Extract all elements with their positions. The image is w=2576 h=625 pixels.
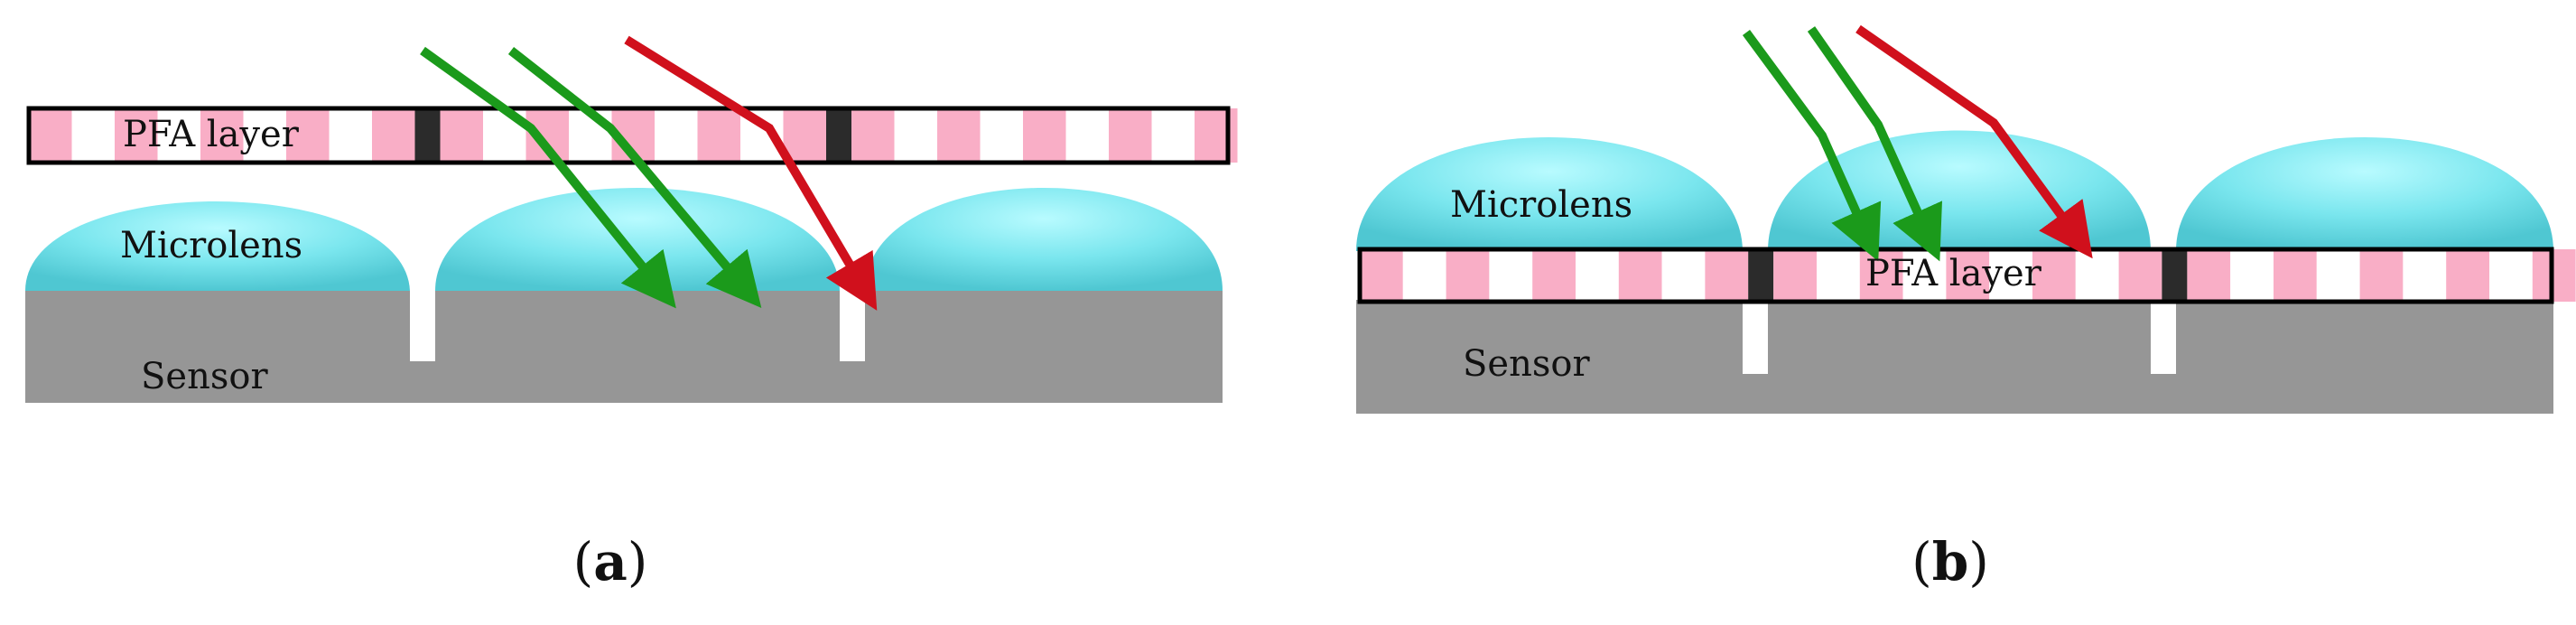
pfa-divider xyxy=(1748,249,1774,302)
pfa-stripe xyxy=(1360,249,1403,302)
caption-b: (b) xyxy=(1911,531,1989,592)
microlens-label-b: Microlens xyxy=(1450,184,1632,226)
pfa-stripe xyxy=(71,108,115,163)
pfa-stripe xyxy=(980,108,1023,163)
pfa-label-a: PFA layer xyxy=(123,114,300,155)
caption-letter-b: b xyxy=(1932,531,1969,592)
pfa-stripe xyxy=(2316,249,2360,302)
pfa-stripe xyxy=(851,108,895,163)
pfa-stripe xyxy=(937,108,981,163)
pfa-stripe xyxy=(1989,249,2032,302)
pfa-divider xyxy=(826,108,851,163)
pfa-stripe xyxy=(2118,249,2162,302)
pfa-stripe xyxy=(1402,249,1446,302)
pfa-stripe xyxy=(243,108,286,163)
pfa-stripe xyxy=(2403,249,2447,302)
pfa-stripe xyxy=(2274,249,2317,302)
pfa-stripe xyxy=(2230,249,2274,302)
ray-green-1-b xyxy=(1742,30,1882,262)
pfa-stripe xyxy=(2489,249,2533,302)
sensor-label-b: Sensor xyxy=(1463,343,1590,385)
caption-letter-a: a xyxy=(593,531,628,592)
pfa-stripe xyxy=(783,108,826,163)
panel-a: PFA layer Microlens Sensor (a) xyxy=(25,35,1280,592)
pfa-layer-b xyxy=(1360,249,2576,302)
pfa-label-b: PFA layer xyxy=(1865,253,2042,294)
microlens-label-a: Microlens xyxy=(120,225,302,266)
sensor-a xyxy=(25,291,1223,403)
pfa-stripe xyxy=(697,108,740,163)
pfa-stripe xyxy=(2532,249,2576,302)
sensor-label-a: Sensor xyxy=(141,356,268,397)
ray-red-b xyxy=(1855,24,2093,259)
pfa-stripe xyxy=(1773,249,1817,302)
pfa-stripe xyxy=(1195,108,1238,163)
pfa-stripe xyxy=(157,108,200,163)
caption-a: (a) xyxy=(573,531,648,592)
ray-red-a xyxy=(624,35,878,311)
pfa-divider xyxy=(2162,249,2188,302)
pfa-stripe xyxy=(440,108,483,163)
pfa-stripe xyxy=(115,108,158,163)
pfa-stripe xyxy=(1661,249,1706,302)
pfa-stripe xyxy=(1151,108,1195,163)
pfa-stripe xyxy=(1817,249,1860,302)
sensor-b xyxy=(1356,300,2553,414)
pfa-stripe xyxy=(655,108,698,163)
pfa-stripe xyxy=(2075,249,2119,302)
pfa-stripe xyxy=(1576,249,1619,302)
pfa-stripe xyxy=(1065,108,1109,163)
pfa-stripe xyxy=(2359,249,2404,302)
pfa-stripe xyxy=(2446,249,2489,302)
ray-green-2-a xyxy=(507,47,762,308)
ray-green-2-b xyxy=(1807,26,1942,262)
pfa-stripe xyxy=(1023,108,1066,163)
pfa-layer-border-b xyxy=(1357,247,2554,304)
rays-a xyxy=(420,35,878,311)
pfa-stripe xyxy=(1946,249,1990,302)
pfa-stripe xyxy=(1109,108,1152,163)
pfa-stripe xyxy=(1705,249,1749,302)
pfa-stripe xyxy=(372,108,415,163)
pfa-stripe xyxy=(1237,108,1280,163)
ray-green-1-a xyxy=(420,46,676,309)
pfa-stripe xyxy=(2187,249,2231,302)
pfa-divider xyxy=(414,108,441,163)
pfa-stripe xyxy=(894,108,937,163)
pfa-stripe xyxy=(1489,249,1533,302)
pfa-stripe xyxy=(286,108,330,163)
pfa-stripe xyxy=(329,108,372,163)
panel-b: Microlens PFA layer Sensor (b) xyxy=(1356,24,2576,592)
pfa-stripe xyxy=(1532,249,1576,302)
pfa-layer-border-a xyxy=(26,106,1231,165)
rays-b xyxy=(1742,24,2093,262)
pfa-stripe xyxy=(29,108,72,163)
pfa-stripe xyxy=(200,108,244,163)
pfa-stripe xyxy=(1618,249,1662,302)
pfa-stripe xyxy=(1446,249,1490,302)
